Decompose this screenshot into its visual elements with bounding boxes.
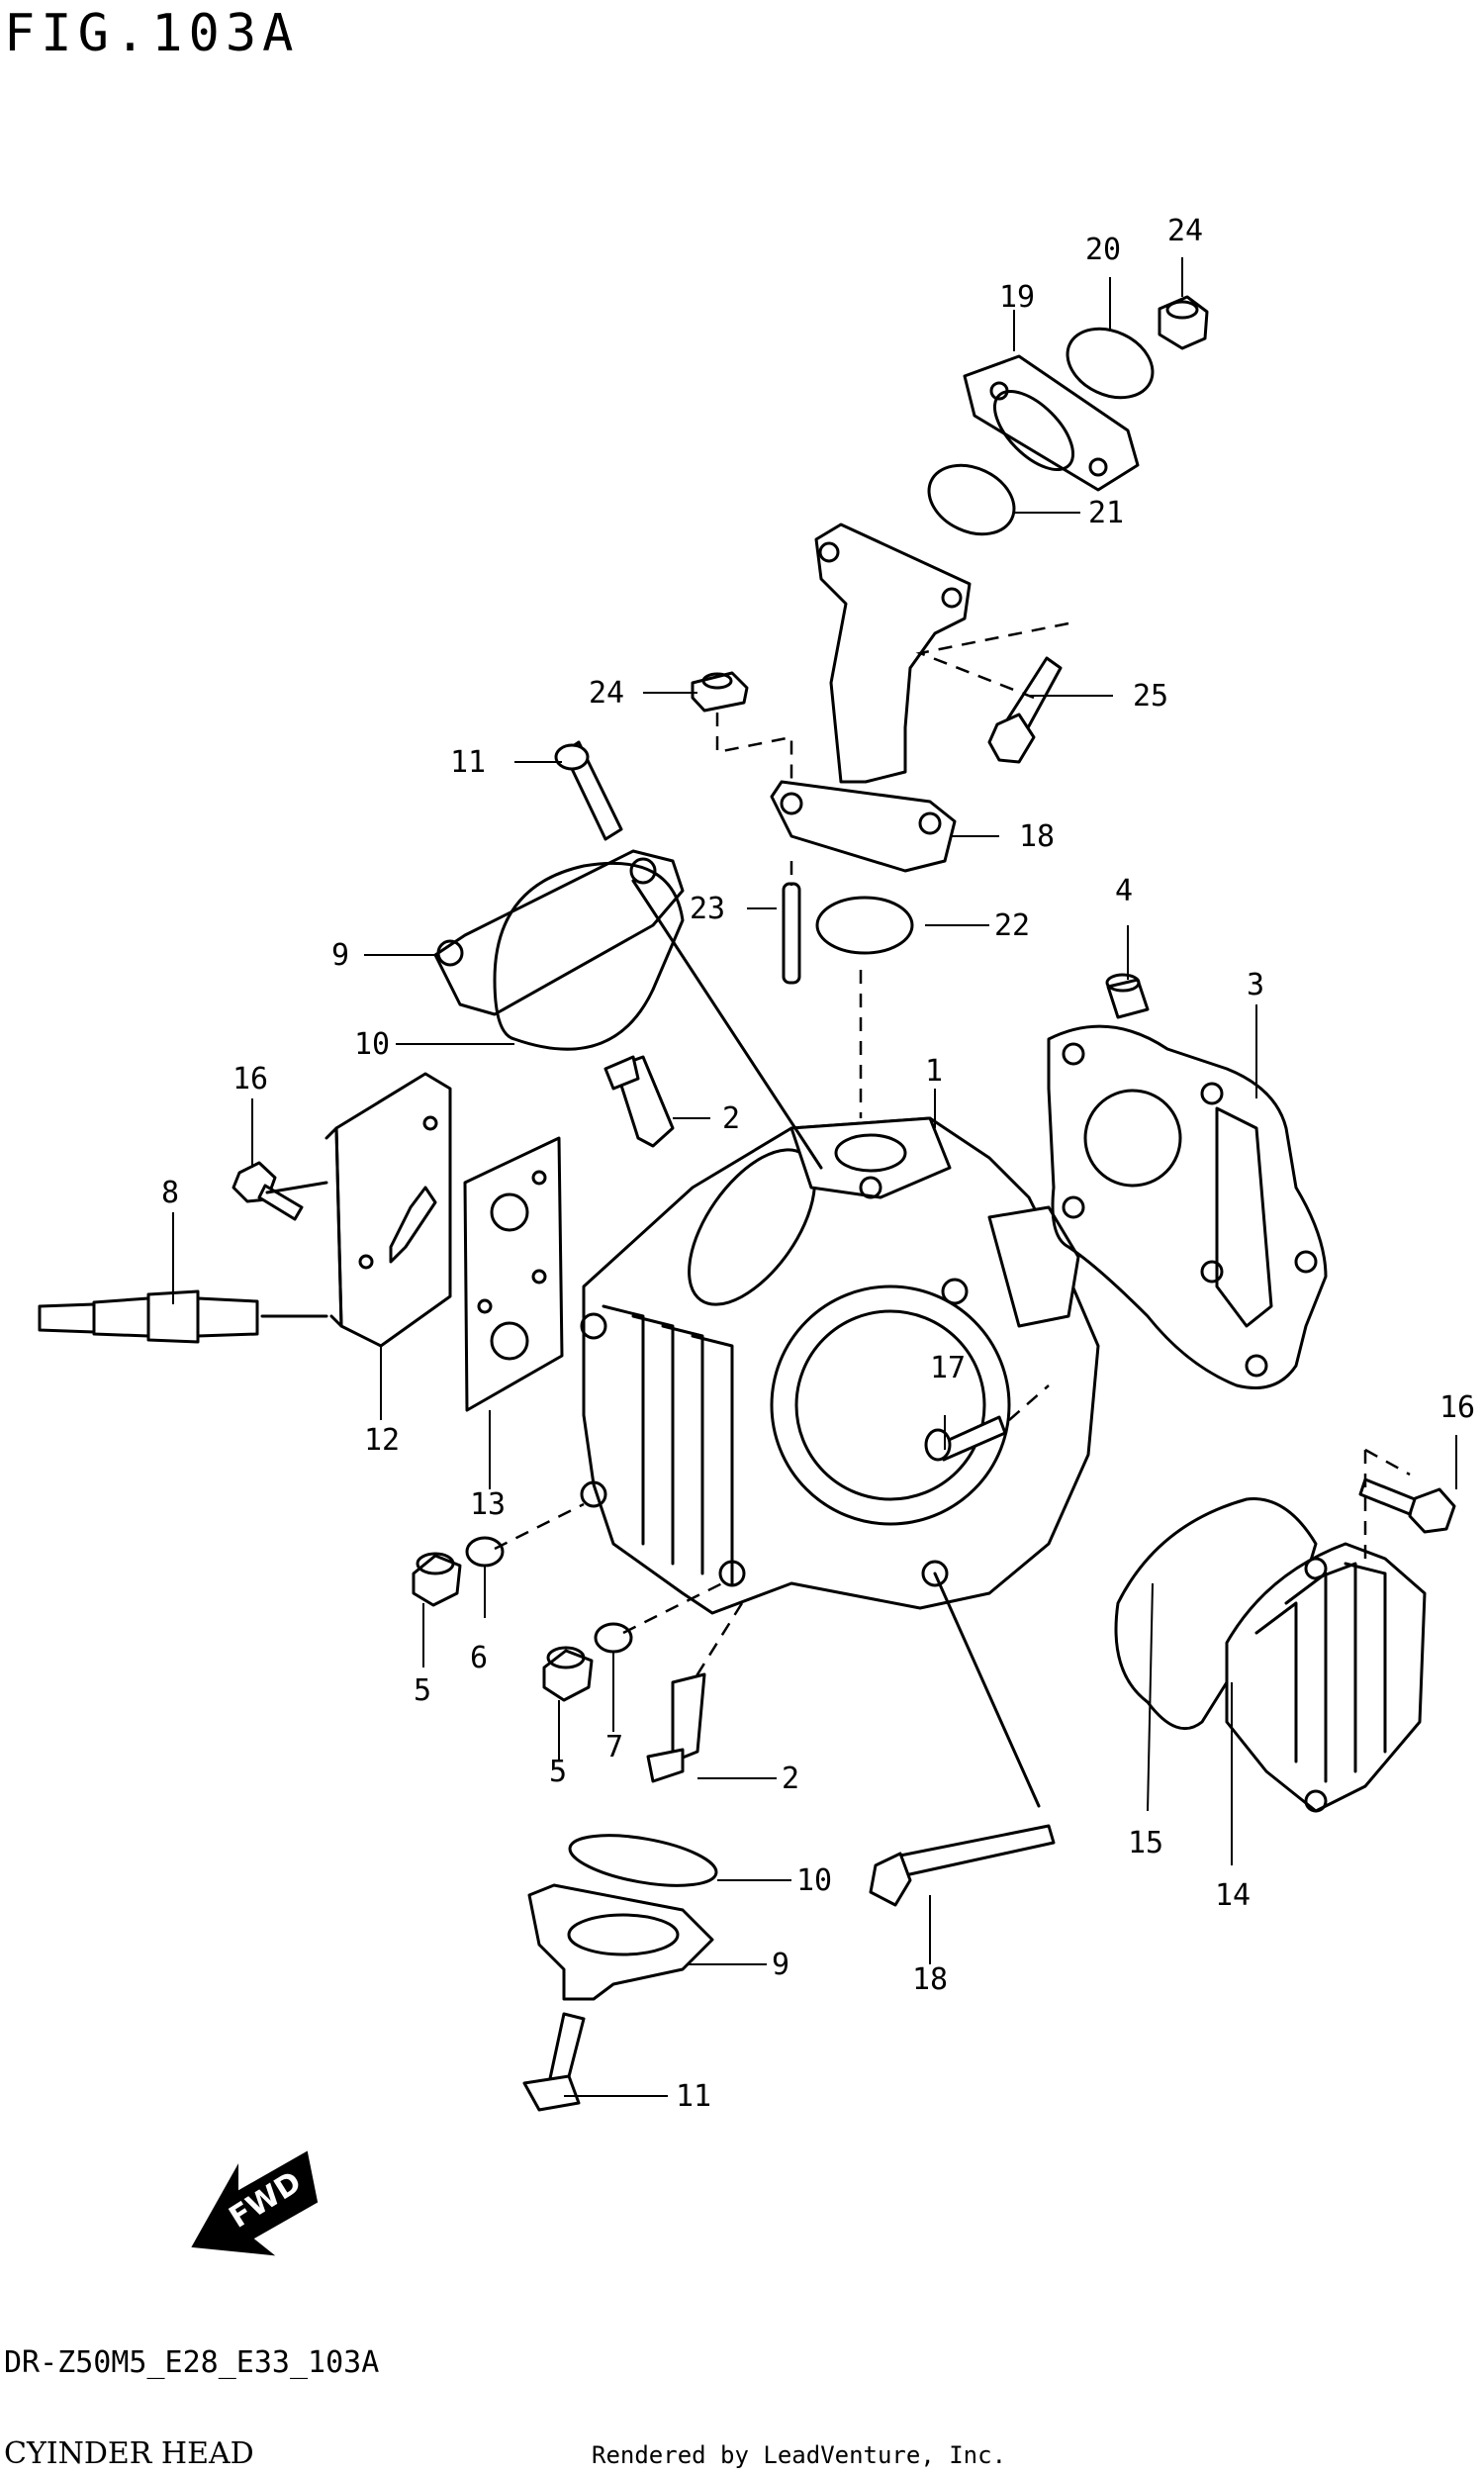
- callout-5-right: 5: [549, 1755, 567, 1789]
- part-16-bolt-right: [1358, 1477, 1456, 1534]
- callout-24-mid: 24: [589, 676, 624, 711]
- part-12-cover: [325, 1072, 452, 1348]
- fwd-arrow-icon: FWD: [191, 2150, 319, 2256]
- part-9-cap-lower: [527, 1883, 714, 2001]
- callout-9-top: 9: [331, 938, 349, 973]
- part-10-gasket-upper: [493, 861, 685, 1051]
- figure-title: FIG.103A: [4, 4, 300, 63]
- part-4-dowel: [1105, 973, 1150, 1019]
- part-5-cap-upper: [412, 1552, 462, 1607]
- part-25-bolt: [987, 656, 1063, 764]
- callout-2-bottom: 2: [782, 1762, 799, 1796]
- part-16-bolt-left: [232, 1161, 304, 1221]
- part-14-side-cover: [1225, 1542, 1427, 1813]
- part-22-oring: [815, 896, 914, 955]
- diagram-code: DR-Z50M5_E28_E33_103A: [4, 2345, 380, 2380]
- part-5-cap-lower: [542, 1646, 594, 1702]
- part-21-oring-upper: [1066, 327, 1155, 400]
- part-2-pin-lower: [646, 1672, 706, 1783]
- callout-12: 12: [364, 1423, 400, 1458]
- callout-24-top: 24: [1167, 214, 1203, 248]
- callout-7: 7: [605, 1730, 623, 1764]
- part-24-nut-lower: [691, 671, 749, 713]
- callout-17: 17: [930, 1351, 966, 1385]
- callout-5-left: 5: [414, 1673, 431, 1708]
- part-24-nut-upper: [1158, 295, 1209, 350]
- callout-11-top: 11: [450, 745, 486, 780]
- part-21-oring-lower: [927, 463, 1016, 536]
- callout-11-bottom: 11: [676, 2079, 711, 2114]
- callout-23: 23: [690, 892, 725, 926]
- render-credit: Rendered by LeadVenture, Inc.: [592, 2441, 1007, 2469]
- callout-18: 18: [912, 1962, 948, 1997]
- part-11-bolt-lower: [522, 2012, 586, 2112]
- callout-20: 19: [999, 280, 1035, 315]
- callout-13: 13: [470, 1487, 506, 1522]
- part-8-spark-plug: [38, 1289, 259, 1344]
- callout-9-bottom: 9: [772, 1948, 789, 1982]
- callout-25: 25: [1133, 679, 1168, 714]
- part-18-bolt: [869, 1824, 1056, 1907]
- part-13-gasket: [463, 1136, 564, 1412]
- callout-6: 6: [470, 1641, 488, 1675]
- callout-21-bottom: 21: [1088, 496, 1124, 530]
- alignment-lines: [260, 621, 1411, 1808]
- callout-1: 1: [925, 1054, 943, 1089]
- part-2-pin-upper: [603, 1055, 675, 1148]
- callout-16-right: 16: [1439, 1390, 1475, 1425]
- callout-4: 4: [1115, 874, 1133, 908]
- callout-16-left: 16: [232, 1062, 268, 1096]
- callout-14: 14: [1215, 1878, 1251, 1913]
- part-11-bolt-upper: [554, 740, 623, 841]
- part-3-gasket: [1047, 1024, 1328, 1389]
- part-23-stud: [782, 882, 801, 985]
- part-7-washer: [594, 1622, 633, 1654]
- callout-2-top: 2: [722, 1101, 740, 1136]
- part-10-gasket-lower: [568, 1834, 718, 1887]
- diagram-name: CYINDER HEAD: [4, 2436, 254, 2471]
- leader-lines: [172, 257, 1457, 2097]
- part-19-intake-pipe: [770, 523, 972, 873]
- callout-22: 22: [994, 908, 1030, 943]
- part-9-cap-upper: [433, 849, 685, 1016]
- callout-10-bottom: 10: [796, 1863, 832, 1898]
- callout-8: 8: [161, 1176, 179, 1210]
- callout-labels: 19 20 24 21 25 24 11 18 23 22 4 9 3 10 1…: [161, 214, 1475, 2114]
- callout-21-top: 20: [1085, 233, 1121, 267]
- callout-10-top: 10: [354, 1027, 390, 1062]
- callout-15: 15: [1128, 1826, 1163, 1860]
- part-1-cylinder-head: [580, 1116, 1100, 1615]
- part-6-washer: [465, 1536, 505, 1568]
- callout-3: 3: [1247, 968, 1264, 1002]
- part-20-flange: [963, 354, 1140, 492]
- callout-19: 18: [1019, 819, 1055, 854]
